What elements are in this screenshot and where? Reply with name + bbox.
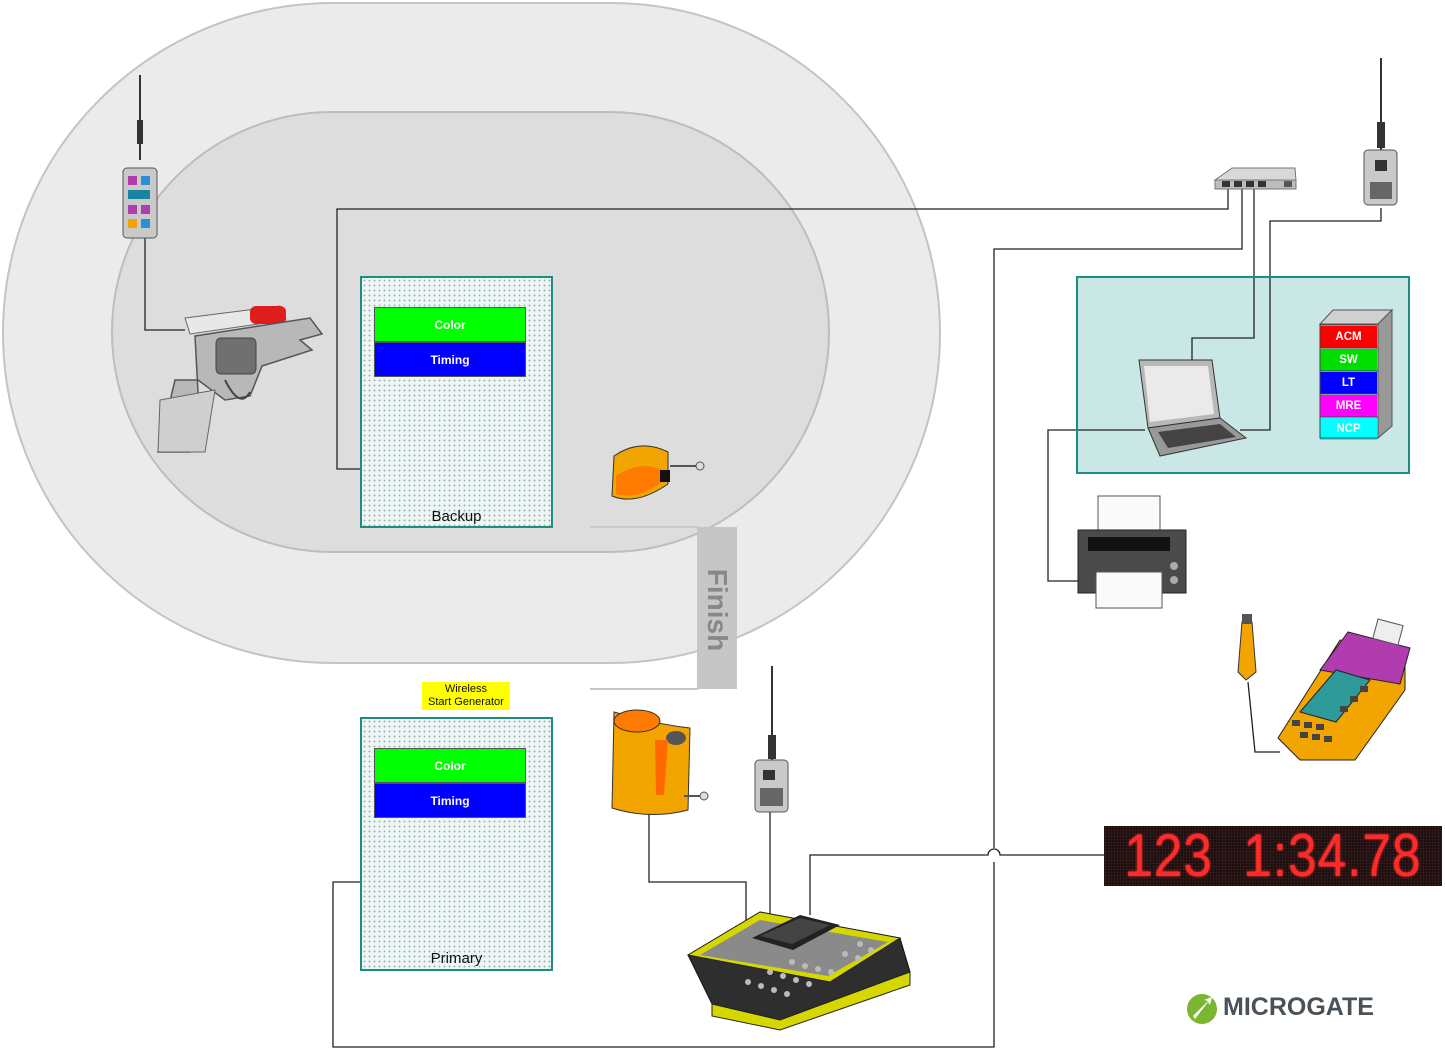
network-radio: [1363, 58, 1398, 206]
start-radio-transmitter: [122, 75, 158, 239]
timer-console: [686, 911, 911, 1031]
wireless-caption-line2: Start Generator: [428, 696, 504, 708]
finish-radio: [754, 666, 789, 813]
primary-timing-layer: Timing: [374, 783, 526, 818]
brand-name: MICROGATE: [1223, 992, 1374, 1021]
keypad-handset: [1237, 614, 1411, 761]
wireless-caption: Wireless Start Generator: [422, 682, 510, 710]
module-ncp: NCP: [1320, 418, 1377, 440]
module-acm: ACM: [1320, 326, 1377, 348]
cable-antenna-pistol: [144, 238, 185, 331]
primary-color-layer: Color: [374, 748, 526, 783]
cable-switch-timer-bottom: [332, 862, 995, 1048]
backup-timing-layer: Timing: [374, 342, 526, 377]
module-lt: LT: [1320, 372, 1377, 394]
network-switch: [1213, 167, 1297, 190]
photocell-track: [611, 445, 705, 500]
starter-pistol: [157, 305, 324, 453]
wireless-caption-line1: Wireless: [444, 683, 487, 695]
cable-timer-scoreboard: [809, 848, 1104, 915]
printer: [1077, 495, 1187, 609]
primary-camera-panel: Color Timing Primary: [360, 717, 553, 971]
microgate-logo: MICROGATE: [1187, 992, 1374, 1022]
module-sw: SW: [1320, 349, 1377, 371]
primary-label: Primary: [430, 950, 483, 967]
cable-switch-timer: [993, 186, 1243, 848]
backup-label: Backup: [431, 508, 482, 525]
finish-strip: [697, 527, 737, 689]
finish-label: Finish: [702, 568, 733, 652]
scoreboard-text: 123 1:34.78: [1124, 822, 1422, 889]
photocell-finish: [611, 709, 709, 816]
module-mre: MRE: [1320, 395, 1377, 417]
logo-mark-spacer: [1187, 992, 1217, 1022]
cable-backup-switch: [336, 186, 1229, 470]
microgate-logo-mark: [1187, 994, 1217, 1024]
led-scoreboard: 123 1:34.78: [1104, 826, 1442, 886]
cable-photocell-timer: [648, 810, 747, 930]
cable-keypad: [1247, 681, 1280, 753]
software-module-stack: ACM SW LT MRE NCP: [1319, 324, 1378, 440]
backup-color-layer: Color: [374, 307, 526, 342]
backup-camera-panel: Color Timing Backup: [360, 276, 553, 528]
